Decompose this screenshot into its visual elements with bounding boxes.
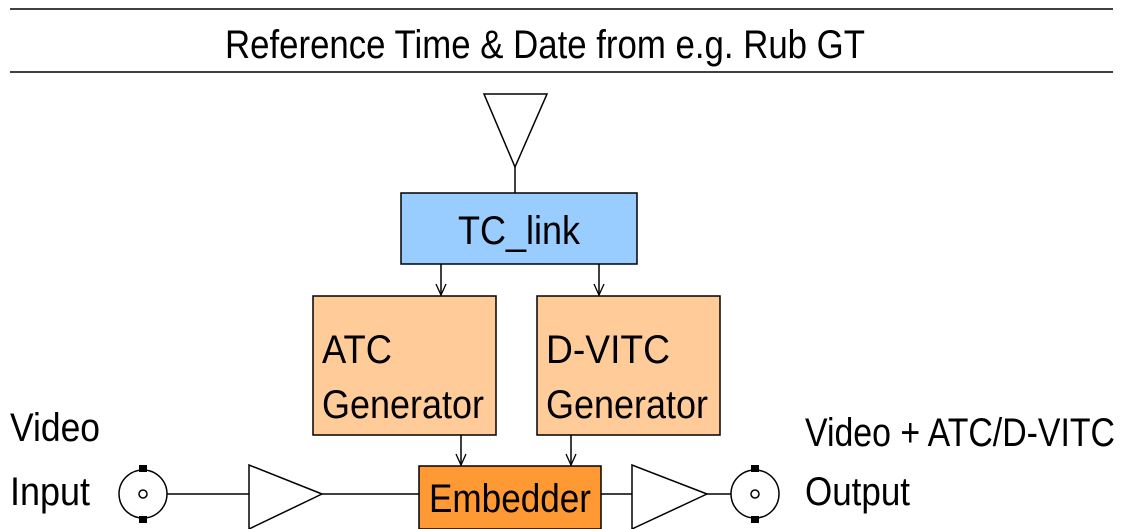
tc-link-block <box>400 192 638 265</box>
dvitc-generator-block <box>536 295 721 436</box>
reference-title: Reference Time & Date from e.g. Rub GT <box>225 23 865 67</box>
input-amplifier <box>248 463 324 529</box>
video-input-bnc-connector <box>118 465 168 523</box>
video-input-label-line1: Video <box>10 406 100 450</box>
video-output-label-line2: Output <box>805 470 910 514</box>
video-output-bnc-connector <box>730 465 780 523</box>
dvitc-generator-label-line1: D-VITC <box>546 328 670 372</box>
embedder-block <box>418 465 602 529</box>
video-output-label-line1: Video + ATC/D-VITC <box>805 411 1115 455</box>
atc-generator-label-line2: Generator <box>322 383 484 427</box>
atc-generator-label-line1: ATC <box>322 328 392 372</box>
reference-buffer-amplifier <box>482 93 549 169</box>
video-input-label-line2: Input <box>10 470 90 514</box>
tc-link-label: TC_link <box>458 209 581 253</box>
dvitc-generator-label-line2: Generator <box>546 383 708 427</box>
output-amplifier <box>631 463 709 529</box>
atc-generator-block <box>312 295 497 436</box>
embedder-label: Embedder <box>429 477 591 521</box>
